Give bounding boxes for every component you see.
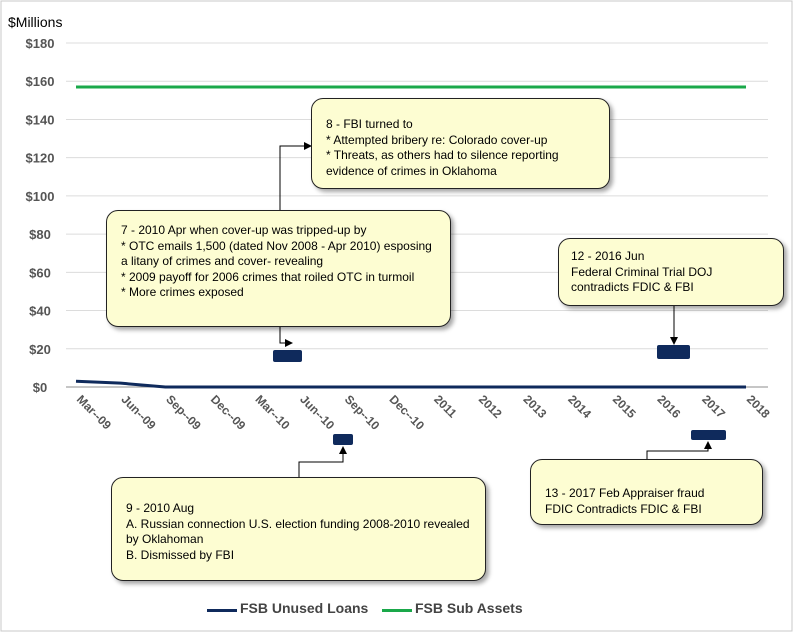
legend-label-unused-loans: FSB Unused Loans	[240, 600, 369, 616]
annotation-13: 13 - 2017 Feb Appraiser fraud FDIC Contr…	[530, 459, 763, 525]
y-tick-label: $120	[26, 151, 55, 166]
y-tick-label: $60	[29, 265, 51, 280]
connector-9	[298, 446, 347, 477]
y-tick-label: $160	[26, 74, 55, 89]
connector-7	[279, 327, 293, 347]
y-tick-label: $40	[29, 304, 51, 319]
annotation-12: 12 - 2016 Jun Federal Criminal Trial DOJ…	[558, 238, 784, 306]
y-unit-label: $Millions	[8, 14, 63, 30]
annotation-7: 7 - 2010 Apr when cover-up was tripped-u…	[106, 210, 451, 327]
event-marker-13	[691, 430, 726, 440]
y-tick-label: $140	[26, 112, 55, 127]
legend: FSB Unused Loans FSB Sub Assets	[0, 600, 793, 620]
connector-13	[646, 441, 712, 459]
event-marker-7	[273, 350, 302, 362]
legend-swatch-sub-assets	[382, 609, 412, 612]
legend-label-sub-assets: FSB Sub Assets	[415, 600, 523, 616]
legend-swatch-unused-loans	[207, 609, 237, 612]
event-marker-12	[657, 345, 690, 359]
series-line-0	[75, 379, 746, 389]
event-marker-9	[333, 434, 353, 445]
y-tick-label: $100	[26, 189, 55, 204]
y-tick-label: $180	[26, 36, 55, 51]
y-tick-label: $80	[29, 227, 51, 242]
annotation-8: 8 - FBI turned to * Attempted bribery re…	[311, 98, 610, 189]
y-tick-label: $20	[29, 342, 51, 357]
annotation-9: 9 - 2010 Aug A. Russian connection U.S. …	[111, 477, 486, 581]
y-tick-label: $0	[33, 380, 47, 395]
